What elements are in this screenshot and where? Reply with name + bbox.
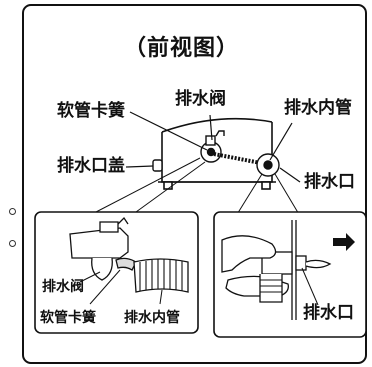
detail-left-label-drain-valve: 排水阀	[42, 279, 84, 295]
diagram-title: （前视图）	[124, 36, 240, 61]
leader-lines	[125, 111, 301, 183]
right-arrow-icon	[333, 233, 355, 251]
unit-body	[158, 117, 276, 190]
binding-hole-top	[9, 208, 16, 215]
detail-left-label-drain-inner-pipe: 排水内管	[124, 310, 180, 326]
label-drain-inner-pipe: 排水内管	[284, 98, 352, 118]
projection-lines	[95, 157, 301, 217]
detail-left-label-hose-clamp: 软管卡簧	[40, 310, 96, 326]
valve-assembly	[200, 130, 280, 177]
detail-right-illustration	[221, 220, 332, 320]
binding-hole-bottom	[9, 240, 16, 247]
detail-left-leaders	[79, 269, 163, 305]
label-drain-cap: 排水口盖	[57, 156, 125, 176]
label-drain-valve: 排水阀	[175, 89, 226, 109]
detail-right-label-drain-outlet: 排水口	[303, 303, 354, 323]
detail-left-illustration	[69, 216, 189, 293]
page-frame	[22, 4, 367, 364]
drain-cap	[152, 159, 163, 172]
detail-right-leader	[301, 267, 319, 306]
label-drain-outlet: 排水口	[304, 172, 355, 192]
label-hose-clamp: 软管卡簧	[57, 101, 125, 121]
